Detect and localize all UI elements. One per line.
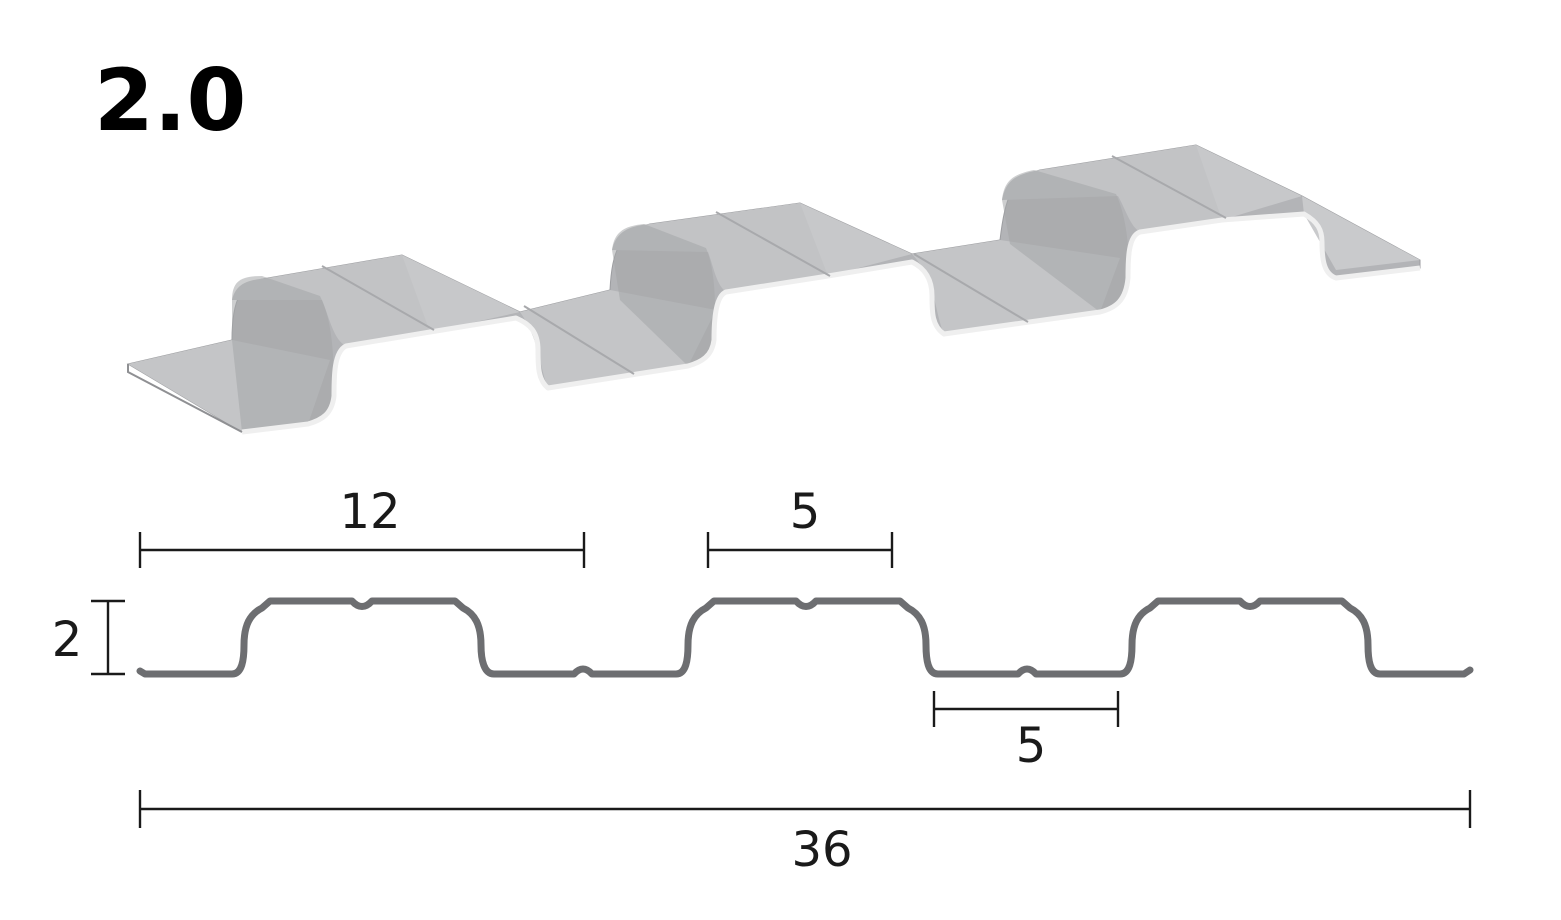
panel-end-flange (1302, 196, 1420, 270)
panel-top-flat-3 (1002, 145, 1222, 232)
panel-left-edge (127, 364, 243, 433)
dimension-bottom-width: 5 (932, 691, 1120, 774)
panel-crease-lines (321, 155, 1227, 375)
dimension-height: 2 (52, 599, 125, 676)
panel-rib-wall-2 (612, 224, 716, 366)
dimension-height-label: 2 (52, 612, 83, 668)
dimension-rib-pitch: 12 (138, 484, 586, 568)
dimension-overall-width-label: 36 (791, 822, 852, 878)
dimension-top-width: 5 (706, 484, 894, 568)
panel-rib-wall-1 (232, 276, 334, 432)
dimension-top-width-label: 5 (790, 484, 821, 540)
deck-cross-section-profile (136, 597, 1474, 678)
panel-rib-wall-3 (1002, 170, 1129, 312)
dimension-rib-pitch-label: 12 (339, 484, 400, 540)
panel-3d-illustration (126, 144, 1421, 435)
dimension-overall-width: 36 (138, 790, 1472, 878)
panel-top-flat-2 (612, 203, 828, 292)
panel-top-flat-1 (232, 255, 430, 346)
dimension-bottom-width-label: 5 (1016, 718, 1047, 774)
profile-title: 2.0 (94, 51, 246, 151)
